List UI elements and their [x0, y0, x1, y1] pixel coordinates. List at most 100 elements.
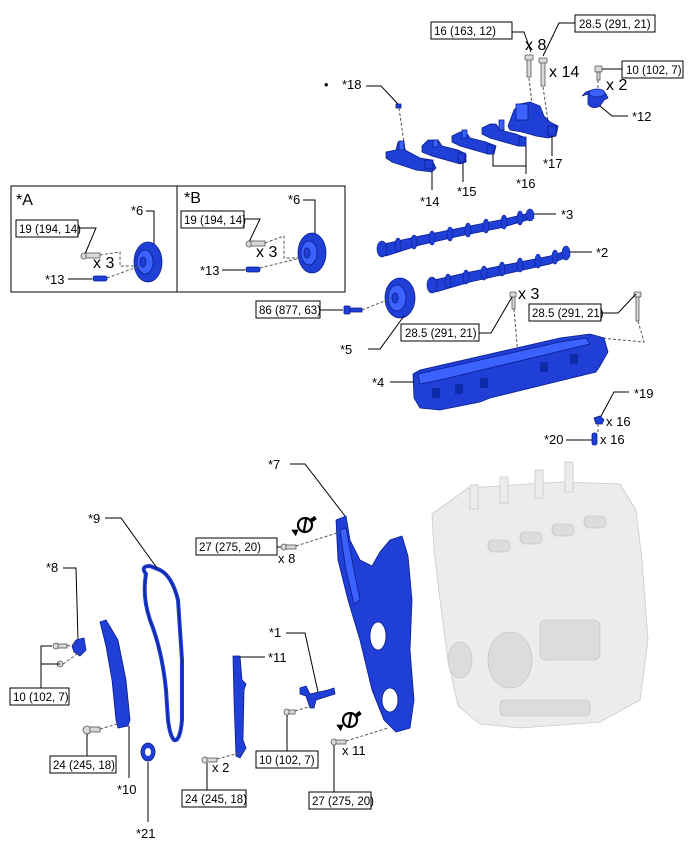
tensioner-8-group: *8 10 (102, 7): [9, 560, 87, 706]
part-15-shape: [421, 139, 467, 165]
part-20-shape: [591, 432, 598, 446]
bolt-icon: [538, 57, 548, 87]
callout-10: *10: [117, 782, 137, 797]
bolt-icon: [283, 708, 296, 716]
timing-chain-9: *9: [88, 511, 184, 743]
timing-cover-7: *7 27 (275, 20) x 8 x 11: [195, 457, 415, 810]
callout-18: *18: [342, 77, 362, 92]
qty-x16-20: x 16: [600, 432, 625, 447]
crank-sprocket-21-group: *21: [136, 742, 156, 841]
pin-13-a-shape: [92, 275, 108, 282]
part-10-shape: [99, 619, 131, 729]
callout-20: *20: [544, 432, 564, 447]
qty-x3-cap: x 3: [518, 286, 539, 303]
cam-housing-bolt-group: 16 (163, 12) 28.5 (291, 21) x 8 x 14: [430, 14, 656, 131]
bolt-icon: [201, 756, 218, 764]
inset-a: *A 19 (194, 14) x 3 *6 *13: [15, 192, 163, 287]
camshaft-3: *3: [376, 207, 573, 258]
callout-8: *8: [46, 560, 58, 575]
inset-frame: [10, 185, 346, 293]
qty-x8: x 8: [525, 37, 546, 54]
inset-b-title: *B: [184, 190, 201, 207]
camshaft-housing-4: *4: [372, 333, 609, 411]
sprocket-6-a-shape: [133, 241, 163, 283]
torque-label-19-a: 19 (194, 14): [19, 224, 81, 236]
part-1-group: *1 10 (102, 7): [255, 625, 336, 769]
inset-b: *B 19 (194, 14) x 3 *6 *13: [180, 190, 327, 278]
callout-5: *5: [340, 342, 352, 357]
sprocket-5-shape: [384, 277, 416, 319]
torque-box-16: [430, 21, 513, 40]
slipper-10-group: 24 (245, 18) *10: [49, 619, 137, 797]
part-1-shape: [299, 685, 336, 709]
torque-box-10-part1: [255, 750, 319, 769]
torque-label-10-part12: 10 (102, 7): [626, 65, 682, 77]
part-21-shape: [140, 742, 156, 762]
torque-label-24-guide: 24 (245, 18): [185, 794, 247, 806]
bolt-icon: [633, 291, 642, 322]
torque-label-19-b: 19 (194, 14): [184, 215, 246, 227]
bolt-icon: [52, 642, 68, 650]
torque-label-10-tensioner: 10 (102, 7): [13, 692, 69, 704]
bolt-icon: [330, 738, 347, 746]
bullet: •: [324, 77, 329, 92]
camshaft-2: *2: [426, 245, 608, 294]
qty-x2-guide: x 2: [212, 760, 229, 775]
part-19-shape: [593, 415, 605, 425]
inset-a-title: *A: [16, 192, 33, 209]
parts-19-20: *19 x 16 *20 x 16: [544, 386, 654, 447]
bolt-icon: [594, 65, 603, 81]
callout-19: *19: [634, 386, 654, 401]
qty-x8-cover: x 8: [278, 551, 295, 566]
part-16-shape: [451, 129, 497, 155]
part-16-shape: [481, 119, 527, 147]
part-8-shape: [71, 637, 87, 657]
torque-label-10-part1: 10 (102, 7): [259, 755, 315, 767]
qty-x11-cover: x 11: [342, 743, 366, 758]
leader-line: [368, 315, 405, 350]
callout-1: *1: [269, 625, 281, 640]
callout-6-b: *6: [288, 192, 300, 207]
qty-x16-19: x 16: [606, 414, 631, 429]
bolt-icon: [343, 305, 363, 315]
bolt-icon: [524, 54, 534, 78]
torque-label-86: 86 (877, 63): [259, 305, 321, 317]
engine-block: [431, 461, 649, 729]
part-14-shape: [385, 140, 437, 173]
part-17-shape: [507, 101, 559, 139]
bolt-icon: [80, 252, 101, 260]
torque-label-27-lower: 27 (275, 20): [312, 796, 374, 808]
part-12-group: 10 (102, 7) x 2 *12: [581, 60, 684, 124]
sprocket-5-group: 86 (877, 63) *5: [255, 277, 416, 357]
part-12-shape: [581, 88, 609, 108]
torque-label-28-5-top: 28.5 (291, 21): [579, 19, 651, 31]
torque-box-24-guide: [181, 789, 247, 808]
callout-12: *12: [632, 109, 652, 124]
callout-9: *9: [88, 511, 100, 526]
callout-13-b: *13: [200, 263, 220, 278]
do-not-reuse-icon: [291, 515, 317, 537]
torque-box-27-lower: [308, 791, 372, 810]
torque-box-10-tensioner: [9, 687, 70, 706]
callout-16: *16: [516, 176, 536, 191]
callout-4: *4: [372, 375, 384, 390]
callout-13-a: *13: [45, 272, 65, 287]
torque-label-24-slipper: 24 (245, 18): [53, 760, 115, 772]
chain-guide-11-group: *11 x 2 24 (245, 18): [181, 650, 287, 808]
callout-14: *14: [420, 194, 440, 209]
callout-7: *7: [268, 457, 280, 472]
inset-a-qty: x 3: [93, 255, 114, 272]
pin-13-b-shape: [245, 266, 261, 273]
leader-line: [599, 105, 628, 117]
torque-label-27-upper: 27 (275, 20): [199, 542, 261, 554]
do-not-reuse-icon: [336, 710, 362, 732]
part-11-shape: [232, 655, 247, 759]
sprocket-6-b-shape: [297, 232, 327, 274]
bolt-icon: [509, 291, 517, 310]
callout-3: *3: [561, 207, 573, 222]
callout-2: *2: [596, 245, 608, 260]
cam-cap-bolts: x 3 28.5 (291, 21) 28.5 (291, 21): [400, 286, 645, 357]
bolt-icon: [82, 725, 101, 735]
qty-x2-part12: x 2: [606, 77, 627, 94]
